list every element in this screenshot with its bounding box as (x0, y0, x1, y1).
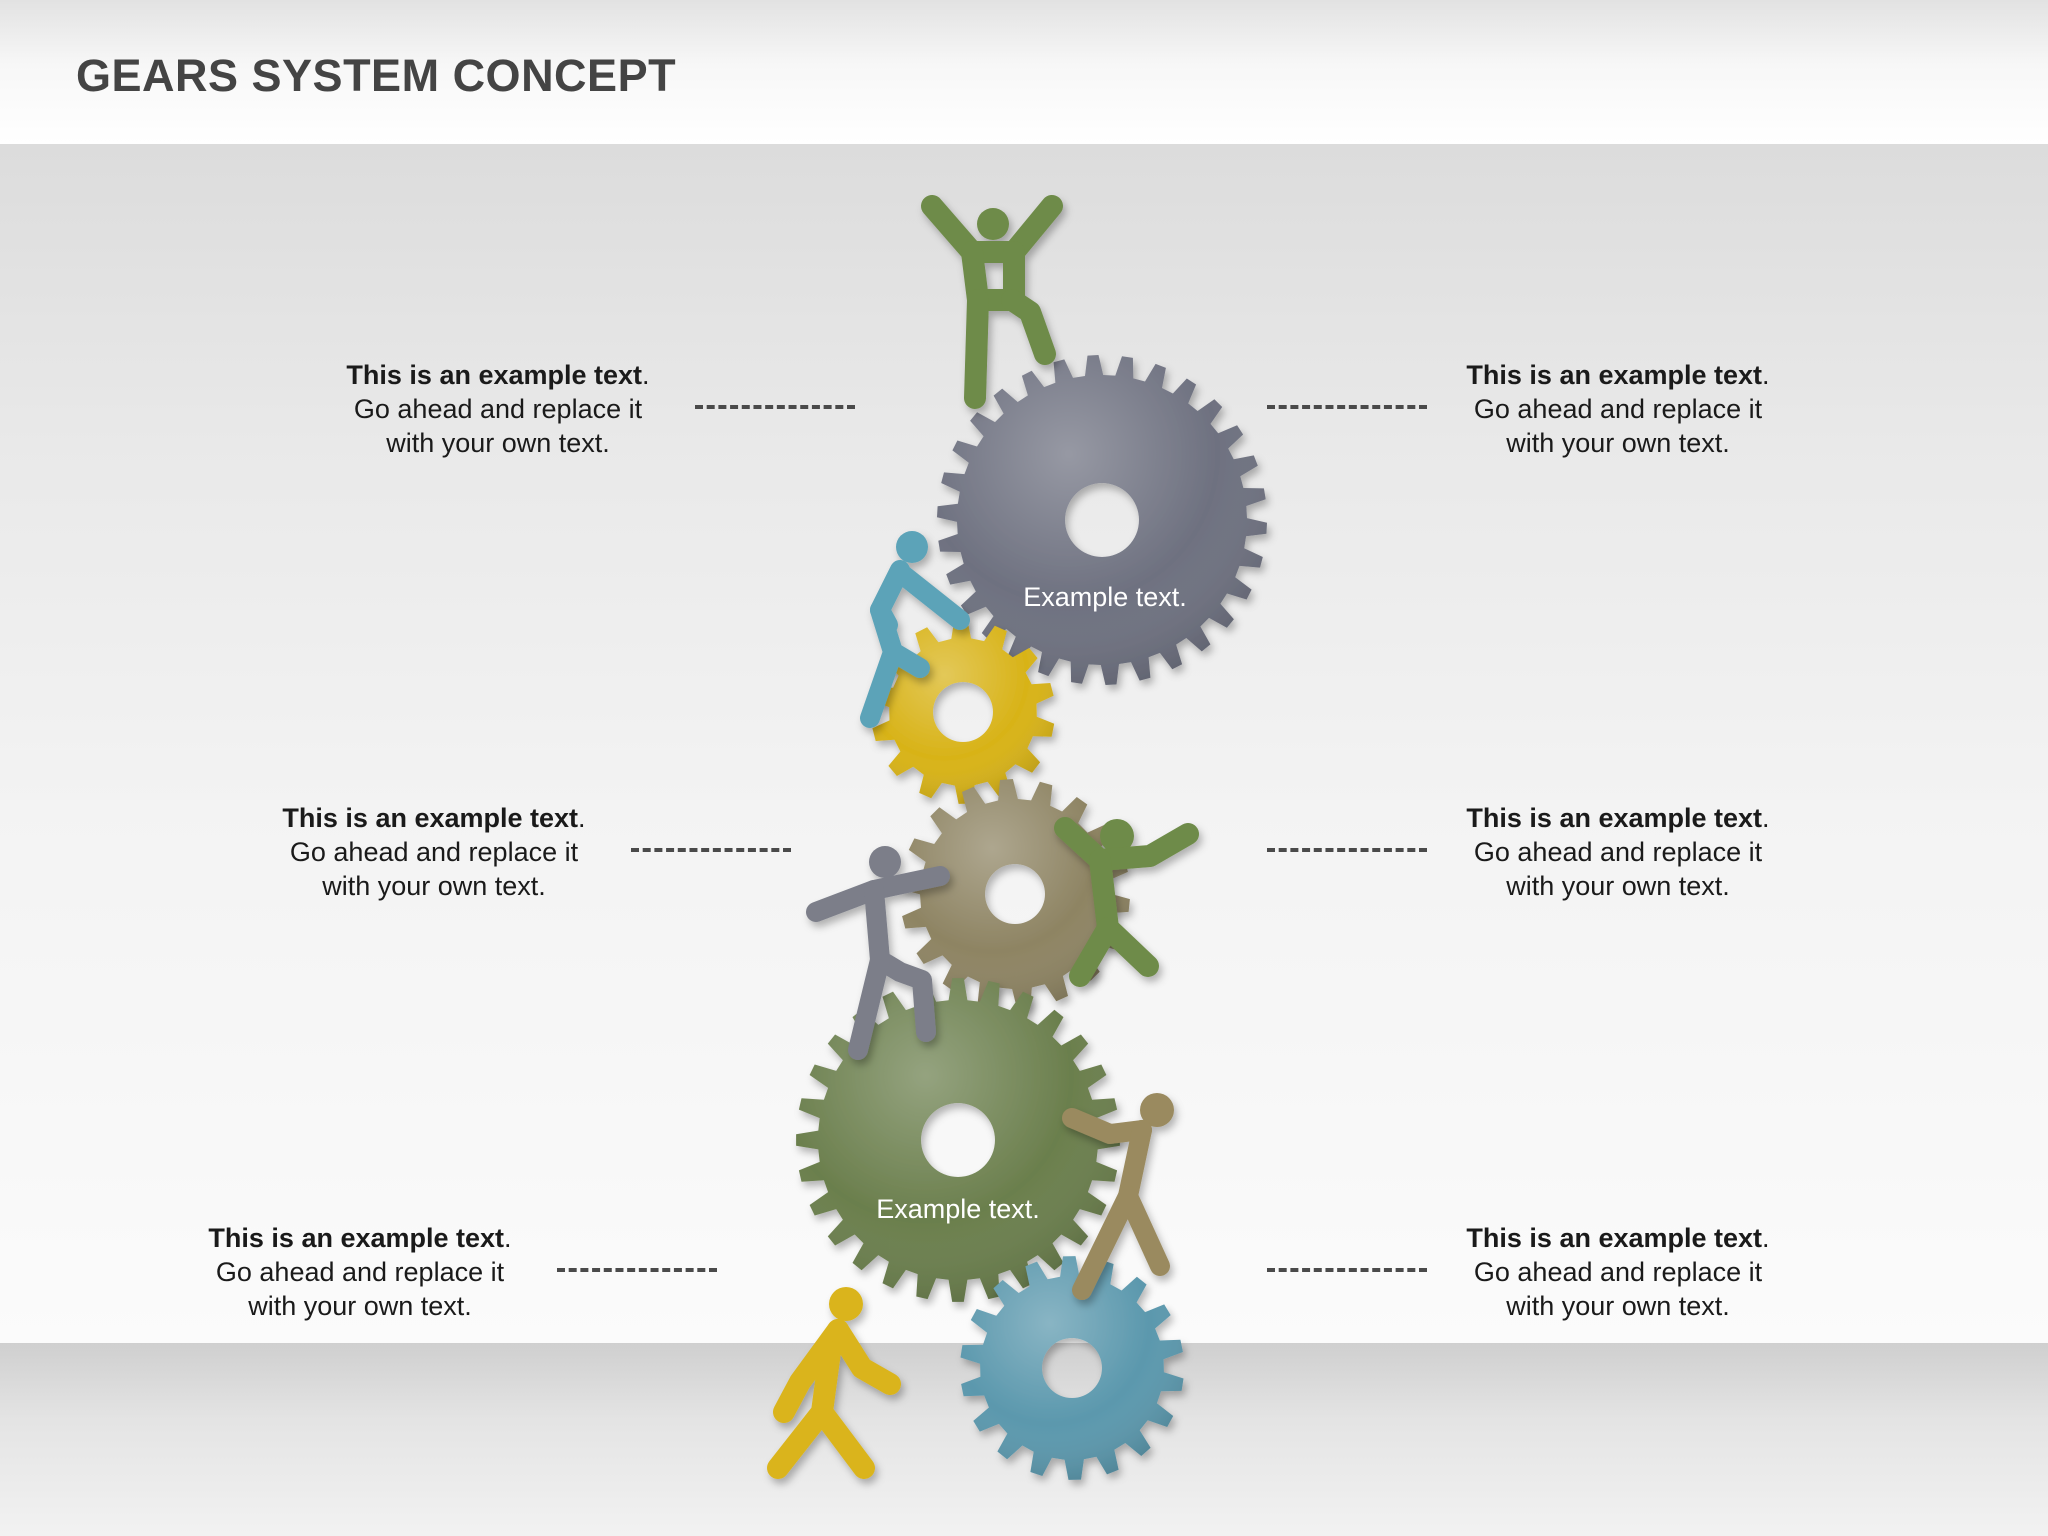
header-band: GEARS SYSTEM CONCEPT (0, 0, 2048, 144)
note-line: with your own text. (386, 428, 610, 458)
note-line: Go ahead and replace it (1473, 1257, 1763, 1287)
blue-gear (960, 1256, 1184, 1480)
connector-bottom-left (557, 1268, 717, 1272)
gear-green-gloss (796, 978, 1120, 1302)
connector-middle-right (1267, 848, 1427, 852)
green-gear (796, 978, 1120, 1302)
note-heading-dot: . (504, 1223, 512, 1253)
note-bottom-left: This is an example text. Go ahead and re… (180, 1221, 540, 1323)
note-heading-dot: . (642, 360, 650, 390)
gray-gear-label: Example text. (1023, 582, 1187, 612)
connector-top-right (1267, 405, 1427, 409)
note-top-left: This is an example text. Go ahead and re… (318, 358, 678, 460)
note-line: with your own text. (248, 1291, 472, 1321)
note-line: Go ahead and replace it (215, 1257, 505, 1287)
note-line: with your own text. (1506, 871, 1730, 901)
cheering-figure-icon (921, 195, 1063, 409)
note-heading-dot: . (1762, 803, 1770, 833)
note-heading-dot: . (1762, 360, 1770, 390)
note-middle-right: This is an example text. Go ahead and re… (1438, 801, 1798, 903)
connector-top-left (695, 405, 855, 409)
pushing-figure-tan-icon (1062, 1093, 1174, 1300)
note-heading-dot: . (578, 803, 586, 833)
gray-gear (937, 355, 1267, 685)
note-line: Go ahead and replace it (1473, 394, 1763, 424)
note-heading: This is an example text (208, 1223, 505, 1253)
note-heading: This is an example text (1466, 360, 1763, 390)
note-heading: This is an example text (1466, 1223, 1763, 1253)
climbing-figure-blue-icon (860, 531, 970, 728)
note-top-right: This is an example text. Go ahead and re… (1438, 358, 1798, 460)
note-line: Go ahead and replace it (289, 837, 579, 867)
green-gear-label: Example text. (876, 1194, 1040, 1224)
gear-gray-gloss (937, 355, 1267, 685)
note-heading: This is an example text (1466, 803, 1763, 833)
note-line: with your own text. (1506, 1291, 1730, 1321)
note-line: Go ahead and replace it (353, 394, 643, 424)
walking-figure-yellow-icon (767, 1287, 901, 1479)
page-title: GEARS SYSTEM CONCEPT (76, 50, 677, 101)
note-heading: This is an example text (346, 360, 643, 390)
note-line: with your own text. (322, 871, 546, 901)
note-middle-left: This is an example text. Go ahead and re… (254, 801, 614, 903)
note-bottom-right: This is an example text. Go ahead and re… (1438, 1221, 1798, 1323)
connector-bottom-right (1267, 1268, 1427, 1272)
note-heading-dot: . (1762, 1223, 1770, 1253)
pushing-figure-green-icon (1054, 817, 1199, 987)
note-line: Go ahead and replace it (1473, 837, 1763, 867)
climbing-figure-gray-icon (806, 846, 950, 1060)
gear-blue-gloss (960, 1256, 1184, 1480)
note-heading: This is an example text (282, 803, 579, 833)
note-line: with your own text. (1506, 428, 1730, 458)
connector-middle-left (631, 848, 791, 852)
